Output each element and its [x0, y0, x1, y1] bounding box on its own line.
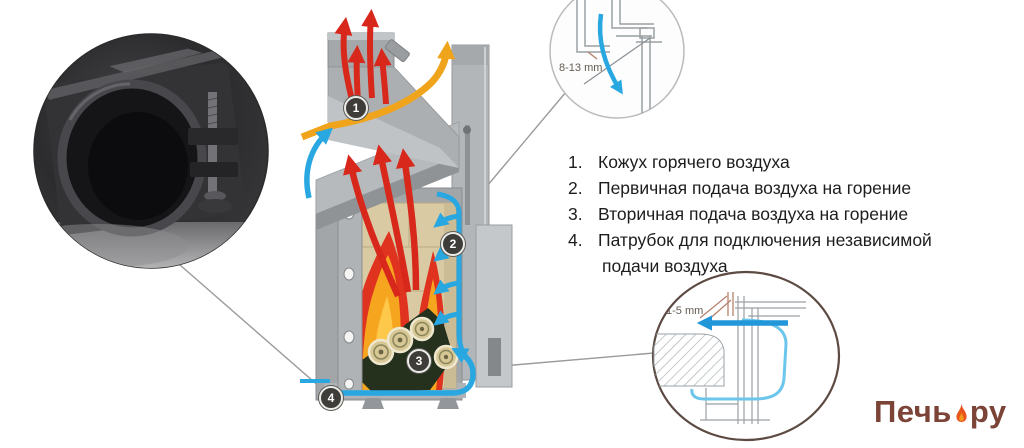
hot-air-arrow-icon [347, 44, 366, 103]
marker-3: 3 [407, 349, 431, 373]
section-lines [576, 0, 662, 118]
flame-icon [956, 404, 967, 423]
hot-air-arrow-icon [343, 154, 401, 298]
gap-dimension-label: 8-13 mm [559, 62, 602, 74]
gap-dimension-label: 1-5 mm [666, 305, 703, 317]
stove-foot [362, 398, 384, 409]
legend-item-number: 4. [568, 230, 583, 250]
detail-inset-bottom-gap: 1-5 mm [651, 270, 841, 442]
leveling-bolt [188, 92, 238, 213]
log-ends [367, 316, 459, 370]
legend: 1. Кожух горячего воздуха 2. Первичная п… [568, 149, 988, 279]
stove-foot [437, 398, 459, 409]
hot-air-arrow-icon [396, 148, 420, 291]
detail-inset-top-gap: 8-13 mm [549, 0, 685, 119]
room-air-arrow-icon [304, 127, 333, 199]
leader-photo-to-marker4 [171, 257, 330, 396]
logs [358, 308, 459, 392]
convection-arrow-icon [300, 40, 456, 141]
hot-air-arrow-icon [373, 47, 392, 105]
site-logo: Печь ру [874, 392, 1007, 432]
hot-air-arrow-icon [334, 16, 355, 101]
leader-lines [171, 91, 655, 396]
marker-2: 2 [441, 232, 465, 256]
legend-item-text: Кожух горячего воздуха [598, 152, 790, 172]
legend-item-3: 3. Вторичная подача воздуха на горение [568, 201, 988, 227]
legend-item-4-continued: подачи воздуха [602, 256, 728, 276]
legend-item-1: 1. Кожух горячего воздуха [568, 149, 988, 175]
hot-air-arrow-icon [361, 8, 380, 99]
damper-rod [465, 125, 470, 225]
shell-tab [488, 338, 501, 376]
marker-1: 1 [344, 96, 368, 120]
stove-cutaway [300, 8, 513, 409]
section-lines [700, 296, 806, 424]
hot-air-mid-arrows [343, 144, 420, 298]
gap-air-path [690, 318, 788, 401]
legend-item-text: Первичная подача воздуха на горение [598, 178, 912, 198]
legend-item-number: 1. [568, 152, 583, 172]
secondary-air-arrow-icon [433, 279, 460, 295]
leader-botinset-to-stove [501, 352, 655, 367]
legend-item-number: 3. [568, 204, 583, 224]
legend-item-number: 2. [568, 178, 583, 198]
legend-item-2: 2. Первичная подача воздуха на горение [568, 175, 988, 201]
secondary-air-arrow-icon [433, 212, 460, 228]
marker-4: 4 [319, 386, 343, 410]
legend-item-text: Патрубок для подключения независимой [598, 230, 932, 250]
logo-text-left: Печь [874, 394, 952, 429]
hot-air-arrow-icon [372, 144, 412, 293]
gap-air-arrow-icon [597, 13, 623, 95]
secondary-air-arrow-icon [433, 310, 460, 326]
hood-stub-pipe [384, 39, 410, 63]
duct-opening [57, 79, 207, 237]
leader-topinset-to-stove [476, 91, 567, 199]
front-flange [337, 194, 363, 394]
hatched-masonry [653, 333, 725, 387]
legend-item-text: Вторичная подача воздуха на горение [598, 204, 909, 224]
photo-inset-air-spigot [33, 33, 269, 269]
logo-text-right: ру [969, 394, 1007, 429]
legend-item-4: 4. Патрубок для подключения независимой [568, 227, 988, 253]
